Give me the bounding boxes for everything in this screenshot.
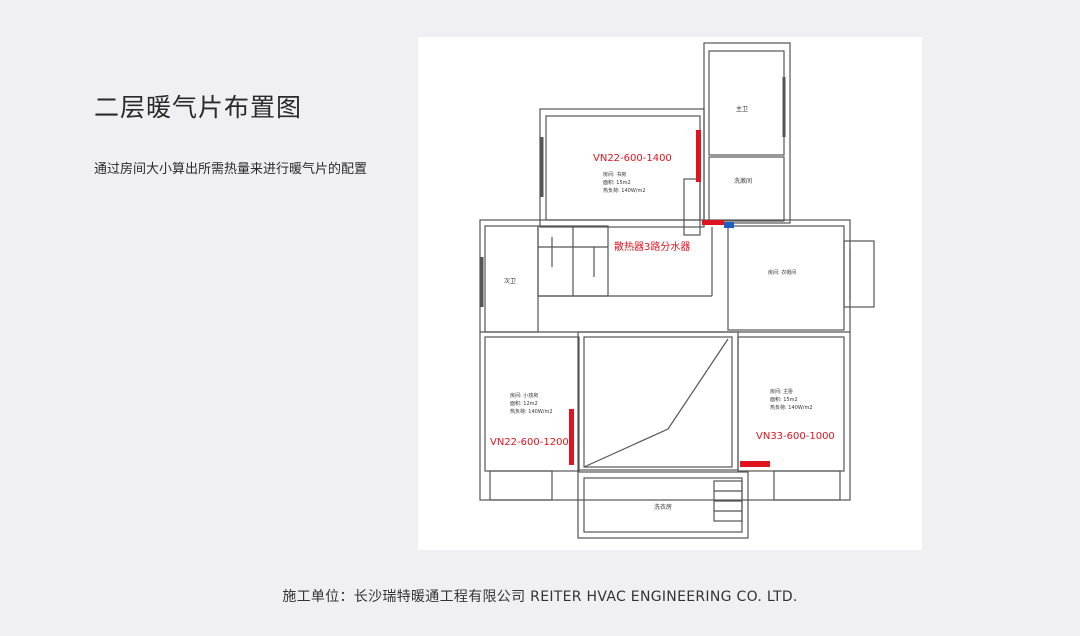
- radiator-master-bedroom: [740, 461, 770, 467]
- bay-window: [843, 240, 875, 308]
- stair-void-wall: [577, 331, 739, 471]
- study-info-line: 面积: 15m2: [603, 179, 631, 186]
- master-info-line: 面积: 15m2: [770, 396, 798, 403]
- kids-balcony: [489, 470, 553, 501]
- study-info-line: 房间: 书房: [603, 171, 626, 178]
- master-bath-wall: [708, 50, 785, 156]
- study-info-line: 热负荷: 140W/m2: [603, 187, 646, 194]
- shaft: [683, 178, 701, 236]
- floor-plan: VN22-600-1400 VN22-600-1200 VN33-600-100…: [479, 42, 875, 539]
- master-info-line: 热负荷: 140W/m2: [770, 404, 813, 411]
- tower-outer-wall: [703, 42, 791, 224]
- page-subtitle: 通过房间大小算出所需热量来进行暖气片的配置: [94, 162, 368, 177]
- room-label-laundry: 洗衣房: [654, 503, 672, 511]
- master-balcony: [773, 470, 841, 501]
- room-label-cloakroom: 房间: 衣帽间: [768, 269, 796, 276]
- radiator-kids-room: [569, 409, 574, 465]
- stair-diagonal: [583, 338, 729, 468]
- cloakroom-wall: [727, 225, 845, 331]
- kids-info-line: 房间: 小孩房: [510, 392, 538, 399]
- kids-info-line: 热负荷: 140W/m2: [510, 408, 553, 415]
- manifold-box-icon: [724, 222, 734, 228]
- stair-void-inner: [583, 336, 733, 468]
- laundry-wall: [577, 471, 749, 539]
- outer-wall: [479, 219, 851, 501]
- floor-plan-panel: VN22-600-1400 VN22-600-1200 VN33-600-100…: [418, 37, 922, 550]
- kids-info-line: 面积: 12m2: [510, 400, 538, 407]
- footer-credit: 施工单位：长沙瑞特暖通工程有限公司 REITER HVAC ENGINEERIN…: [282, 589, 798, 605]
- master-info-line: 房间: 主卧: [770, 388, 793, 395]
- room-label-second-bath: 次卫: [504, 277, 516, 285]
- radiator-study: [696, 130, 701, 182]
- page-title: 二层暖气片布置图: [94, 93, 303, 122]
- study-wall: [545, 115, 701, 221]
- wash-room-wall: [708, 156, 785, 222]
- manifold-bar: [702, 220, 724, 225]
- study-outer-wall: [539, 108, 705, 228]
- manifold-label: 散热器3路分水器: [614, 240, 690, 253]
- radiator-label-master-bedroom: VN33-600-1000: [756, 431, 835, 442]
- walls: [479, 42, 875, 539]
- radiators: [569, 130, 770, 467]
- radiator-label-kids-room: VN22-600-1200: [490, 437, 569, 448]
- room-label-wash-room: 洗漱间: [734, 177, 752, 185]
- master-bedroom-wall: [737, 336, 845, 472]
- radiator-label-study: VN22-600-1400: [593, 153, 672, 164]
- room-label-master-bath: 主卫: [736, 105, 748, 113]
